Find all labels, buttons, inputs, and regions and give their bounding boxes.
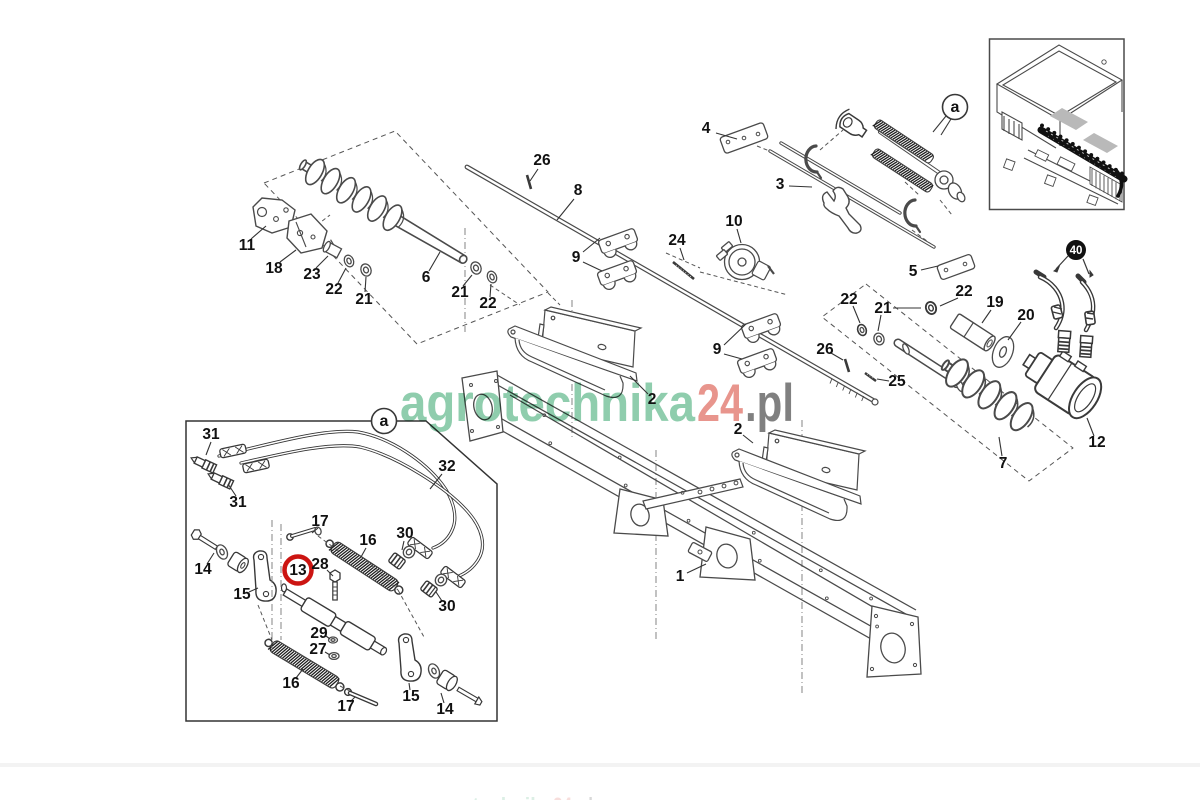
svg-text:21: 21 [874, 300, 892, 317]
svg-text:21: 21 [355, 291, 373, 308]
svg-text:21: 21 [451, 284, 469, 301]
svg-text:2: 2 [734, 421, 743, 438]
svg-text:20: 20 [1017, 307, 1034, 324]
svg-text:29: 29 [310, 625, 328, 642]
svg-text:14: 14 [194, 561, 212, 578]
svg-text:18: 18 [265, 260, 283, 277]
svg-text:15: 15 [233, 586, 251, 603]
svg-text:22: 22 [840, 291, 857, 308]
svg-text:a: a [380, 413, 389, 430]
svg-text:24: 24 [697, 374, 743, 433]
svg-text:19: 19 [986, 294, 1004, 311]
svg-text:16: 16 [282, 675, 300, 692]
svg-text:25: 25 [888, 373, 906, 390]
svg-text:26: 26 [816, 341, 834, 358]
svg-text:1: 1 [676, 568, 685, 585]
svg-text:40: 40 [1070, 245, 1083, 257]
svg-text:28: 28 [311, 556, 329, 573]
svg-text:11: 11 [239, 237, 256, 254]
svg-text:24: 24 [668, 232, 686, 249]
svg-text:3: 3 [776, 176, 785, 193]
svg-text:26: 26 [533, 152, 551, 169]
svg-text:a: a [951, 99, 960, 116]
svg-text:14: 14 [436, 701, 454, 718]
svg-text:agrotechnika: agrotechnika [430, 793, 553, 800]
svg-text:16: 16 [359, 532, 377, 549]
svg-text:4: 4 [702, 120, 711, 137]
svg-text:.pl: .pl [745, 374, 794, 433]
svg-text:30: 30 [396, 525, 413, 542]
svg-text:10: 10 [725, 213, 742, 230]
svg-text:5: 5 [909, 263, 918, 280]
svg-text:30: 30 [438, 598, 455, 615]
svg-text:31: 31 [202, 426, 220, 443]
svg-text:32: 32 [438, 458, 455, 475]
svg-text:22: 22 [955, 283, 972, 300]
svg-text:12: 12 [1088, 434, 1105, 451]
svg-text:22: 22 [479, 295, 496, 312]
svg-text:9: 9 [572, 249, 581, 266]
svg-text:agrotechnika: agrotechnika [400, 374, 695, 433]
svg-text:24: 24 [553, 793, 573, 800]
svg-text:2: 2 [648, 391, 657, 408]
svg-text:22: 22 [325, 281, 342, 298]
svg-text:8: 8 [574, 182, 583, 199]
svg-text:.pl: .pl [573, 793, 593, 800]
svg-text:6: 6 [422, 269, 431, 286]
svg-text:27: 27 [309, 641, 326, 658]
svg-text:17: 17 [311, 513, 328, 530]
svg-text:13: 13 [289, 562, 307, 579]
svg-text:9: 9 [713, 341, 722, 358]
svg-text:31: 31 [229, 494, 247, 511]
svg-text:17: 17 [337, 698, 354, 715]
svg-text:15: 15 [402, 688, 420, 705]
svg-text:23: 23 [303, 266, 321, 283]
svg-text:7: 7 [999, 455, 1008, 472]
